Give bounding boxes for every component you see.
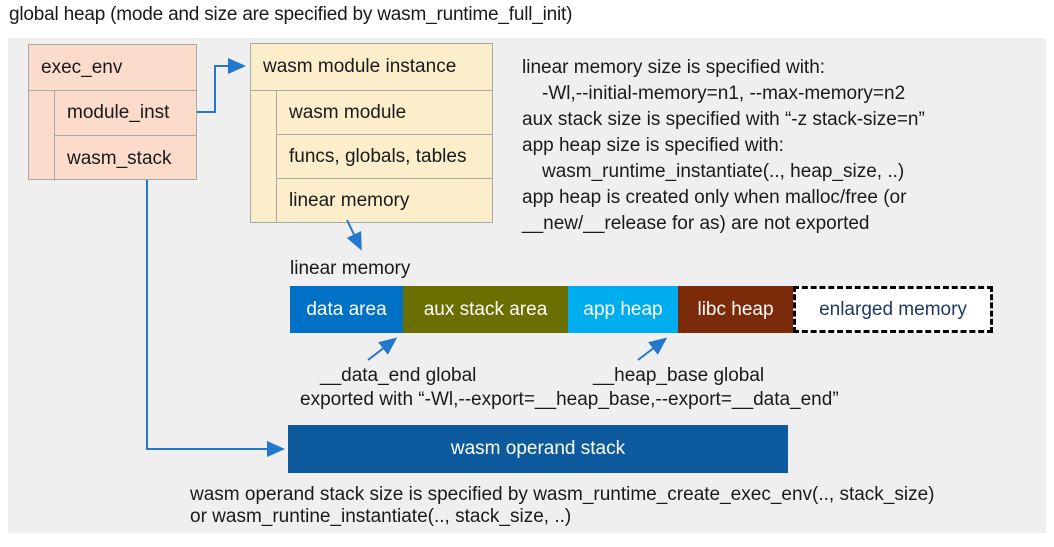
heap-base-global-label: __heap_base global (593, 365, 765, 386)
note-line: app heap is created only when malloc/fre… (522, 187, 907, 208)
module-instance-row-linear-memory: linear memory (276, 179, 492, 223)
data-end-global-label: __data_end global (320, 365, 477, 386)
memory-segment-enlarged-memory: enlarged memory (793, 286, 993, 333)
note-line: wasm_runtime_instantiate(.., heap_size, … (542, 161, 905, 182)
linear-memory-label: linear memory (290, 258, 411, 279)
module-instance-row-funcs-globals-tables: funcs, globals, tables (276, 135, 492, 179)
memory-segment-app-heap: app heap (568, 286, 678, 333)
exec-env-header: exec_env (29, 45, 196, 91)
exec-env-box: exec_env module_inst wasm_stack (28, 44, 197, 181)
notes-operand-stack-size: wasm operand stack size is specified by … (190, 484, 935, 528)
exec-env-row-wasm-stack: wasm_stack (54, 136, 196, 181)
memory-segment-aux-stack-area: aux stack area (403, 286, 568, 333)
note-line: linear memory size is specified with: (522, 57, 826, 78)
note-line: wasm operand stack size is specified by … (190, 484, 935, 505)
diagram-title: global heap (mode and size are specified… (9, 4, 573, 25)
notes-linear-memory-sizes: linear memory size is specified with: -W… (522, 55, 925, 237)
exec-env-row-module-inst: module_inst (54, 91, 196, 136)
memory-segment-data-area: data area (290, 286, 403, 333)
note-line: -Wl,--initial-memory=n1, --max-memory=n2 (542, 83, 906, 104)
export-flags-note: exported with “-Wl,--export=__heap_base,… (300, 389, 839, 410)
linear-memory-bar: data area aux stack area app heap libc h… (290, 286, 993, 333)
diagram-panel: exec_env module_inst wasm_stack wasm mod… (8, 38, 1046, 533)
module-instance-box: wasm module instance wasm module funcs, … (250, 43, 493, 223)
memory-segment-libc-heap: libc heap (678, 286, 793, 333)
note-line: or wasm_runtine_instantiate(.., stack_si… (190, 506, 572, 527)
module-instance-header: wasm module instance (251, 44, 492, 91)
note-line: app heap size is specified with: (522, 135, 784, 156)
note-line: aux stack size is specified with “-z sta… (522, 109, 925, 130)
note-line: __new/__release for as) are not exported (522, 213, 870, 234)
wasm-operand-stack-bar: wasm operand stack (288, 425, 788, 473)
module-instance-row-wasm-module: wasm module (276, 91, 492, 135)
